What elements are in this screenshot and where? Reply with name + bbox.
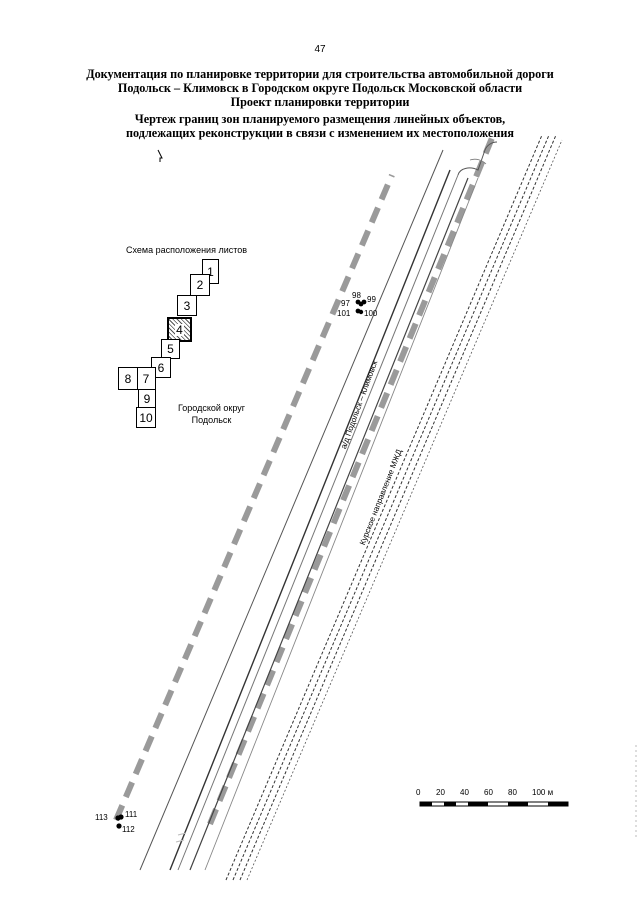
point-label-113: 113 xyxy=(95,813,108,822)
road-center xyxy=(189,177,469,871)
point-label-101: 101 xyxy=(337,309,351,318)
sheet-7: 7 xyxy=(136,367,156,390)
point-label-111: 111 xyxy=(125,810,138,819)
point-111-marker xyxy=(118,814,124,820)
road-edge-4 xyxy=(204,177,479,871)
sheet-3: 3 xyxy=(177,295,197,316)
point-99-marker xyxy=(361,299,367,305)
district-label-line-1: Городской округ xyxy=(178,403,246,413)
railway-track-3 xyxy=(239,134,557,881)
point-label-112: 112 xyxy=(122,825,135,834)
page-number: 47 xyxy=(314,44,326,55)
scale-tick-60: 60 xyxy=(484,788,493,797)
road-edge-1 xyxy=(139,149,444,871)
road-edge-2 xyxy=(169,169,451,871)
drawing-title-line-2: подлежащих реконструкции в связи с измен… xyxy=(126,126,514,140)
road-edge-3 xyxy=(177,174,459,871)
district-label-line-2: Подольск xyxy=(191,415,232,425)
railway-track-1 xyxy=(225,134,543,881)
railway-track-4 xyxy=(246,139,563,881)
point-100-marker xyxy=(358,309,364,315)
sheet-9: 9 xyxy=(138,389,156,408)
scale-tick-0: 0 xyxy=(416,788,421,797)
sheet-10: 10 xyxy=(136,407,156,428)
sheet-8: 8 xyxy=(118,367,138,390)
point-label-99: 99 xyxy=(367,295,376,304)
zone-boundary-left xyxy=(113,173,395,822)
point-112-marker xyxy=(116,823,122,829)
scale-tick-100: 100 м xyxy=(532,788,554,797)
road-junction xyxy=(457,141,498,176)
point-label-100: 100 xyxy=(364,309,378,318)
north-arrow-mark xyxy=(157,149,163,162)
project-title: Проект планировки территории xyxy=(230,95,410,109)
sheet-2: 2 xyxy=(190,274,210,296)
document-title-line-2: Подольск – Климовск в Городском округе П… xyxy=(117,81,523,95)
sheet-5: 5 xyxy=(161,339,180,359)
railway-track-2 xyxy=(232,134,550,881)
faint-marking xyxy=(175,832,187,843)
point-label-98: 98 xyxy=(352,291,361,300)
road-junction-2 xyxy=(469,158,487,165)
scale-tick-80: 80 xyxy=(508,788,517,797)
zone-boundary-right xyxy=(207,136,495,826)
drawing-title-line-1: Чертеж границ зон планируемого размещени… xyxy=(134,112,506,126)
sheet-4-current: 4 xyxy=(167,317,192,342)
scale-bar xyxy=(419,801,569,807)
point-label-97: 97 xyxy=(341,299,350,308)
document-title-line-1: Документация по планировке территории дл… xyxy=(86,67,554,81)
sheet-scheme-title: Схема расположения листов xyxy=(126,245,248,255)
district-label: Городской округ Подольск xyxy=(178,402,245,426)
scale-tick-20: 20 xyxy=(436,788,445,797)
scale-tick-40: 40 xyxy=(460,788,469,797)
